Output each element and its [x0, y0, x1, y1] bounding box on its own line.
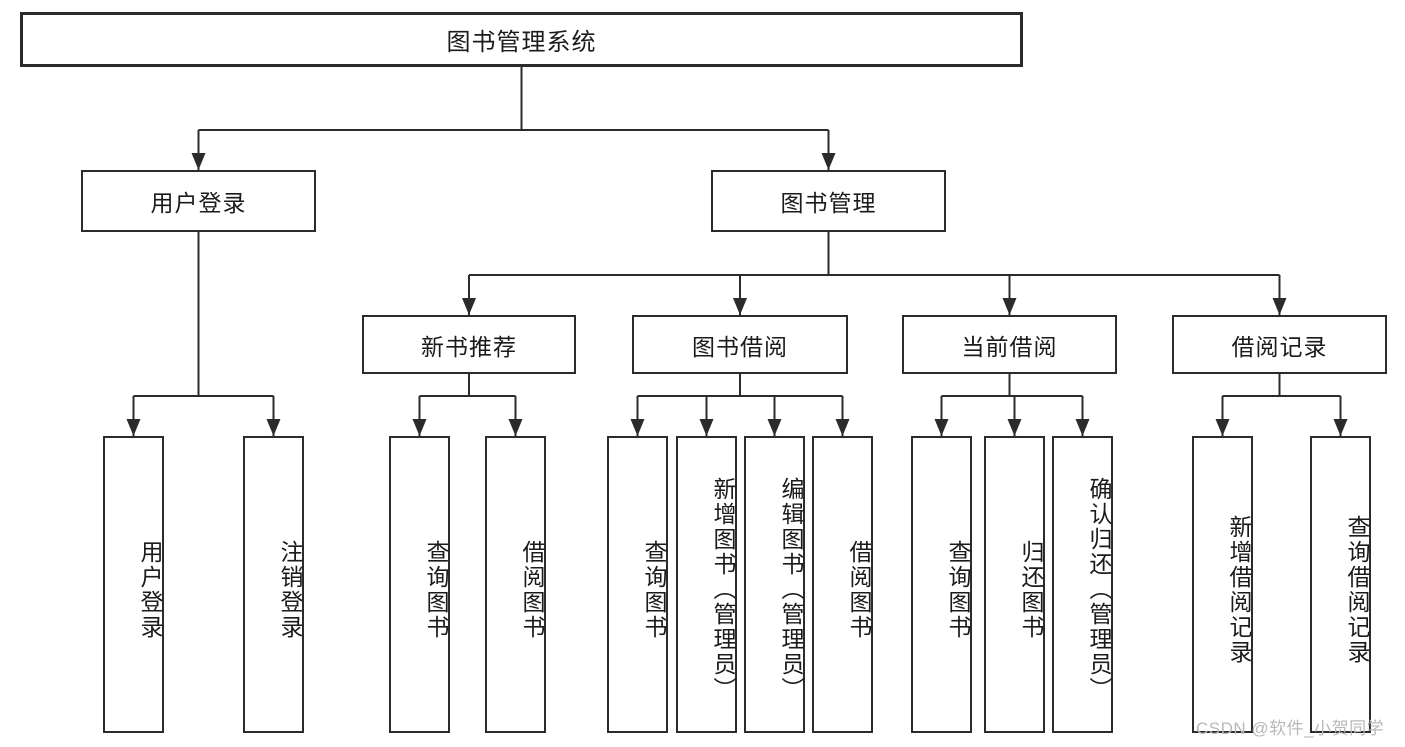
node-label: 图书管理 [780, 190, 877, 216]
csdn-watermark: CSDN @软件_小贺同学 [1196, 719, 1385, 738]
node-label: 新增图书（管理员） [710, 477, 736, 702]
node-leaf-edit-book[interactable]: 编辑图书（管理员） [744, 436, 805, 733]
node-label: 借阅图书 [519, 539, 545, 640]
node-borrow-record[interactable]: 借阅记录 [1172, 315, 1387, 374]
node-current-borrow[interactable]: 当前借阅 [902, 315, 1117, 374]
node-book-manage[interactable]: 图书管理 [711, 170, 946, 232]
node-leaf-user-login[interactable]: 用户登录 [103, 436, 164, 733]
node-leaf-borrow-book-rec[interactable]: 借阅图书 [485, 436, 546, 733]
node-label: 借阅图书 [846, 539, 872, 640]
node-leaf-return-book[interactable]: 归还图书 [984, 436, 1045, 733]
node-label: 借阅记录 [1231, 333, 1328, 360]
node-user-login[interactable]: 用户登录 [81, 170, 316, 232]
node-label: 编辑图书（管理员） [778, 477, 804, 702]
node-label: 当前借阅 [961, 333, 1058, 360]
node-label: 归还图书 [1018, 539, 1044, 640]
node-leaf-add-book[interactable]: 新增图书（管理员） [676, 436, 737, 733]
node-label: 查询图书 [641, 539, 667, 640]
node-label: 确认归还（管理员） [1086, 477, 1112, 702]
node-label: 新书推荐 [421, 333, 517, 360]
node-label: 注销登录 [277, 539, 303, 640]
node-leaf-query-book-rec[interactable]: 查询图书 [389, 436, 450, 733]
node-label: 新增借阅记录 [1226, 514, 1252, 665]
node-label: 查询图书 [945, 539, 971, 640]
node-label: 用户登录 [150, 190, 247, 216]
node-leaf-query-book-cur[interactable]: 查询图书 [911, 436, 972, 733]
node-label: 查询图书 [423, 539, 449, 640]
node-leaf-query-book[interactable]: 查询图书 [607, 436, 668, 733]
node-leaf-query-borrow-record[interactable]: 查询借阅记录 [1310, 436, 1371, 733]
node-new-book-rec[interactable]: 新书推荐 [362, 315, 576, 374]
node-book-borrow[interactable]: 图书借阅 [632, 315, 848, 374]
node-label: 用户登录 [137, 539, 163, 640]
node-label: 图书借阅 [692, 333, 788, 360]
node-leaf-confirm-return[interactable]: 确认归还（管理员） [1052, 436, 1113, 733]
node-label: 查询借阅记录 [1344, 514, 1370, 665]
node-leaf-add-borrow-record[interactable]: 新增借阅记录 [1192, 436, 1253, 733]
node-label: 图书管理系统 [446, 29, 597, 56]
node-leaf-borrow-book[interactable]: 借阅图书 [812, 436, 873, 733]
node-leaf-user-logout[interactable]: 注销登录 [243, 436, 304, 733]
node-root[interactable]: 图书管理系统 [20, 12, 1023, 67]
